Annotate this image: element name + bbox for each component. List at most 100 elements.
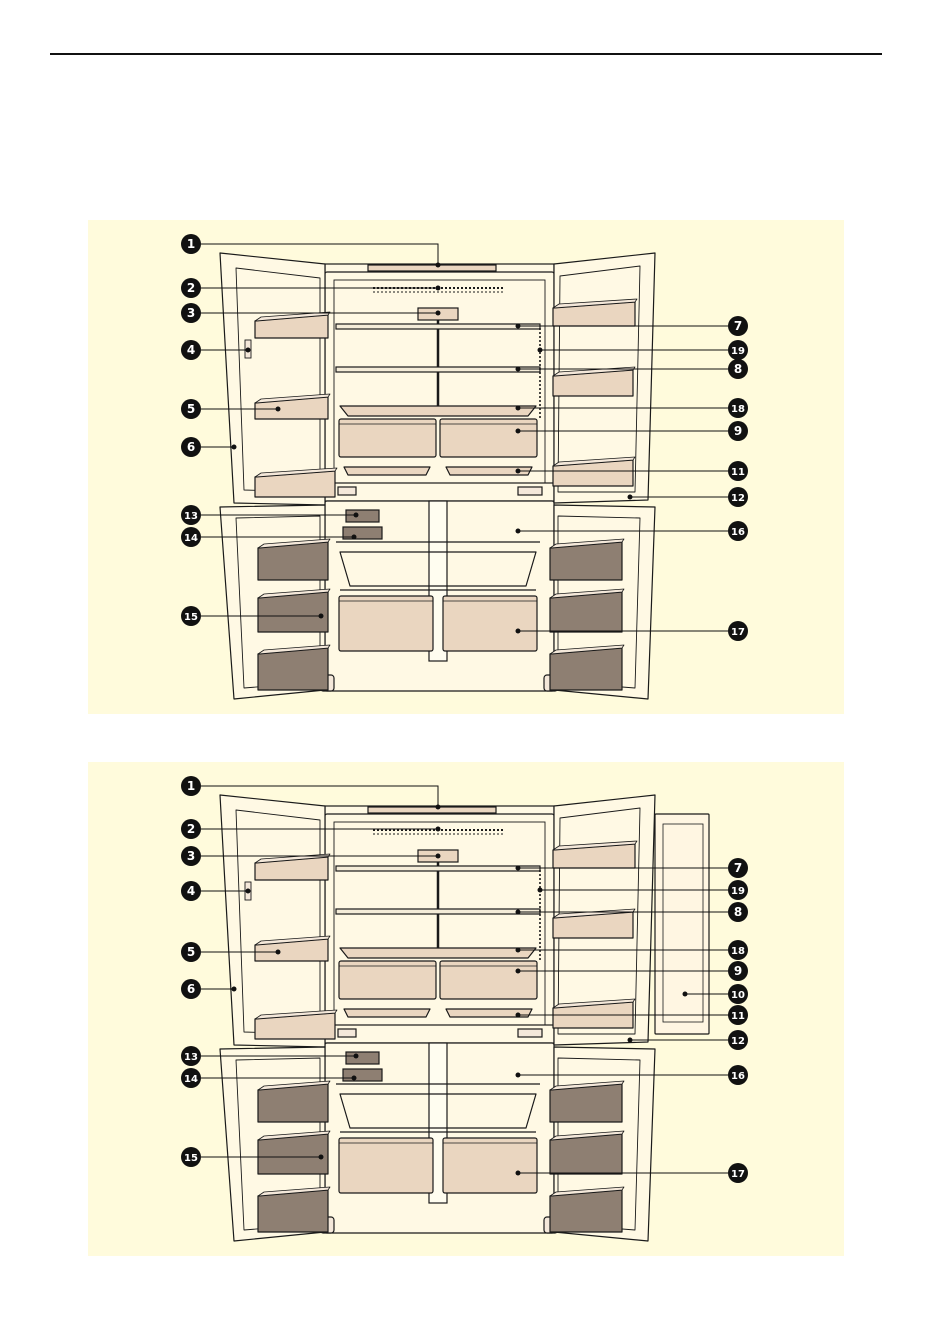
tray-left [344, 1009, 430, 1017]
right-freezer-bin-middle [550, 592, 622, 632]
crisper-drawer-right [440, 419, 537, 457]
callout-dot-4 [246, 348, 251, 353]
refrigerator-illustration [220, 253, 655, 699]
fridge-cabinet [325, 272, 554, 500]
callout-dot-19 [538, 348, 543, 353]
left-freezer-bin-middle [258, 1134, 328, 1174]
callout-number-16: 16 [731, 1071, 745, 1082]
callout-number-15: 15 [184, 1153, 198, 1164]
callout-number-5: 5 [187, 402, 195, 416]
ice-maker-upper [346, 1052, 379, 1064]
callout-dot-5 [276, 407, 281, 412]
left-freezer-bin-top [258, 1084, 328, 1122]
diagram-panel-model-b: 12345671981891011121314151617 [88, 762, 844, 1256]
left-upper-door [220, 253, 325, 505]
callout-dot-1 [436, 263, 441, 268]
callout-dot-18 [516, 948, 521, 953]
right-freezer-bin-top [550, 1084, 622, 1122]
hinge-plate-right [518, 1029, 542, 1037]
upper-shelf [336, 866, 540, 871]
left-freezer-bin-bottom [258, 648, 328, 690]
callout-dot-15 [319, 614, 324, 619]
callout-dot-15 [319, 1155, 324, 1160]
callout-dot-1 [436, 805, 441, 810]
refrigerator-diagram-model-a: 123456719818911121314151617 [88, 220, 844, 714]
callout-dot-5 [276, 950, 281, 955]
callout-number-7: 7 [734, 319, 742, 333]
callout-dot-6 [232, 445, 237, 450]
middle-shelf [336, 367, 540, 372]
callout-number-4: 4 [187, 343, 195, 357]
middle-shelf [336, 909, 540, 914]
callout-dot-11 [516, 1013, 521, 1018]
header-rule [50, 53, 882, 55]
callout-number-18: 18 [731, 404, 745, 415]
freezer-drawer-right [443, 1138, 537, 1193]
callout-dot-4 [246, 889, 251, 894]
left-upper-door [220, 795, 325, 1047]
crisper-drawer-left [339, 961, 436, 999]
callout-6: 6 [181, 437, 237, 457]
callout-number-14: 14 [184, 533, 198, 544]
crisper-drawer-right [440, 961, 537, 999]
hinge-plate-right [518, 487, 542, 495]
callout-dot-13 [354, 513, 359, 518]
right-freezer-bin-bottom [550, 648, 622, 690]
slide-out-shelf [340, 406, 536, 416]
callout-dot-9 [516, 429, 521, 434]
callout-number-4: 4 [187, 884, 195, 898]
left-freezer-bin-top [258, 542, 328, 580]
fridge-cabinet [325, 814, 554, 1042]
callout-number-12: 12 [731, 493, 745, 504]
callout-number-8: 8 [734, 362, 742, 376]
callout-dot-8 [516, 367, 521, 372]
callout-dot-2 [436, 286, 441, 291]
callout-dot-12 [628, 495, 633, 500]
callout-dot-7 [516, 866, 521, 871]
callout-number-13: 13 [184, 511, 198, 522]
freezer-drawer-left [339, 1138, 433, 1193]
tray-left [344, 467, 430, 475]
callout-dot-14 [352, 535, 357, 540]
callout-dot-3 [436, 854, 441, 859]
callout-dot-16 [516, 529, 521, 534]
callout-number-9: 9 [734, 964, 742, 978]
callout-number-9: 9 [734, 424, 742, 438]
callout-number-15: 15 [184, 612, 198, 623]
top-display-light [368, 807, 496, 813]
callout-number-6: 6 [187, 440, 195, 454]
left-freezer-bin-middle [258, 592, 328, 632]
callout-number-6: 6 [187, 982, 195, 996]
callout-number-17: 17 [731, 627, 745, 638]
callout-dot-11 [516, 469, 521, 474]
callout-number-8: 8 [734, 905, 742, 919]
callout-number-5: 5 [187, 945, 195, 959]
callout-dot-19 [538, 888, 543, 893]
callout-number-1: 1 [187, 237, 195, 251]
callout-dot-8 [516, 910, 521, 915]
crisper-drawer-left [339, 419, 436, 457]
callout-6: 6 [181, 979, 237, 999]
callout-dot-13 [354, 1054, 359, 1059]
ice-maker-upper [346, 510, 379, 522]
callout-number-14: 14 [184, 1074, 198, 1085]
callout-number-19: 19 [731, 346, 745, 357]
callout-number-19: 19 [731, 886, 745, 897]
callout-number-11: 11 [731, 1011, 745, 1022]
callout-number-16: 16 [731, 527, 745, 538]
callout-dot-17 [516, 1171, 521, 1176]
ice-maker-lower [343, 1069, 382, 1081]
upper-shelf [336, 324, 540, 329]
top-display-light [368, 265, 496, 271]
callout-number-13: 13 [184, 1052, 198, 1063]
callout-number-10: 10 [731, 990, 745, 1001]
callout-dot-3 [436, 311, 441, 316]
slide-out-shelf [340, 948, 536, 958]
callout-dot-2 [436, 827, 441, 832]
callout-number-3: 3 [187, 306, 195, 320]
callout-dot-10 [683, 992, 688, 997]
callout-dot-14 [352, 1076, 357, 1081]
callout-dot-12 [628, 1038, 633, 1043]
callout-dot-7 [516, 324, 521, 329]
